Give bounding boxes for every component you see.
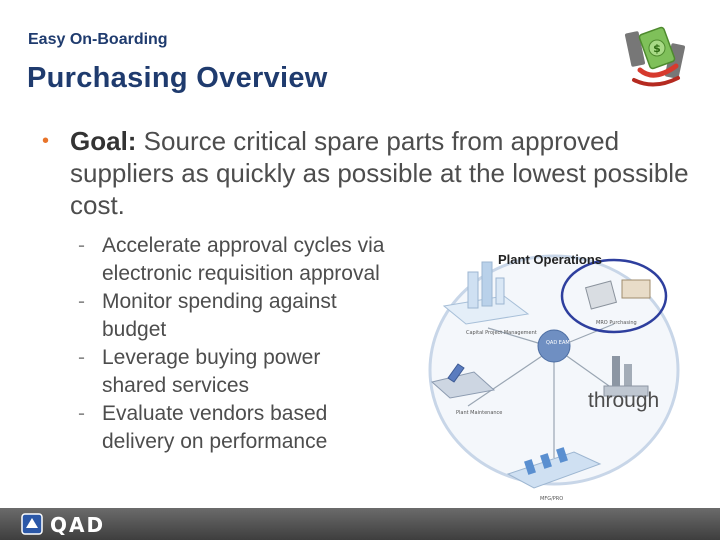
plant-maintenance-node: Plant Maintenance (430, 363, 502, 416)
capital-project-node: Capital Project Management (442, 261, 537, 336)
plant-operations-diagram: Capital Project Management MRO Purchasin… (428, 254, 680, 502)
goal-body: Source critical spare parts from approve… (70, 126, 689, 220)
capital-label: Capital Project Management (466, 330, 537, 336)
svg-text:$: $ (653, 42, 661, 55)
goal-label: Goal: (70, 126, 137, 156)
dash-marker: - (78, 402, 85, 425)
mfg-equipment-node (603, 356, 649, 397)
sub-bullet-text: delivery on performance (102, 430, 328, 453)
kicker-title: Easy On-Boarding (28, 31, 168, 48)
sub-bullet-continuation: shared services (78, 372, 398, 400)
sub-bullet-text: Evaluate vendors based (102, 402, 328, 425)
qad-eam-node: QAD EAM (537, 329, 571, 363)
sub-bullet: - Accelerate approval cycles via electro… (78, 232, 398, 288)
svg-text:QAD: QAD (50, 513, 105, 536)
sub-bullet-text: Accelerate approval cycles via electroni… (102, 234, 385, 285)
page-title: Purchasing Overview (27, 62, 328, 94)
dash-marker: - (78, 234, 85, 257)
qad-logo: QAD (21, 513, 105, 536)
plant-operations-label: Plant Operations (498, 252, 603, 267)
maintenance-label: Plant Maintenance (456, 410, 502, 416)
dash-marker: - (78, 346, 85, 369)
through-text: through (588, 389, 660, 412)
sub-bullet: - Monitor spending against budget (78, 288, 398, 344)
money-hands-icon: $ (624, 26, 686, 87)
mfg-pro-node: MFG/PRO (506, 447, 602, 502)
sub-bullet: - Leverage buying power (78, 344, 398, 372)
mro-purchasing-node: MRO Purchasing (584, 279, 651, 326)
bullet-dot: • (42, 130, 50, 152)
sub-bullet-list: - Accelerate approval cycles via electro… (78, 232, 398, 456)
mfg-label: MFG/PRO (540, 496, 563, 502)
dash-marker: - (78, 290, 85, 313)
footer-bar: QAD (0, 508, 720, 540)
sub-bullet: - Evaluate vendors based (78, 400, 398, 428)
center-label: QAD EAM (546, 340, 570, 346)
mro-highlight-ring (560, 258, 668, 334)
sub-bullet-text: Leverage buying power (102, 346, 321, 369)
sub-bullet-text: Monitor spending against budget (102, 290, 337, 341)
sub-bullet-continuation: delivery on performance (78, 428, 398, 456)
mro-label: MRO Purchasing (596, 320, 637, 326)
goal-text: Goal: Source critical spare parts from a… (70, 125, 690, 221)
sub-bullet-text: shared services (102, 374, 250, 397)
